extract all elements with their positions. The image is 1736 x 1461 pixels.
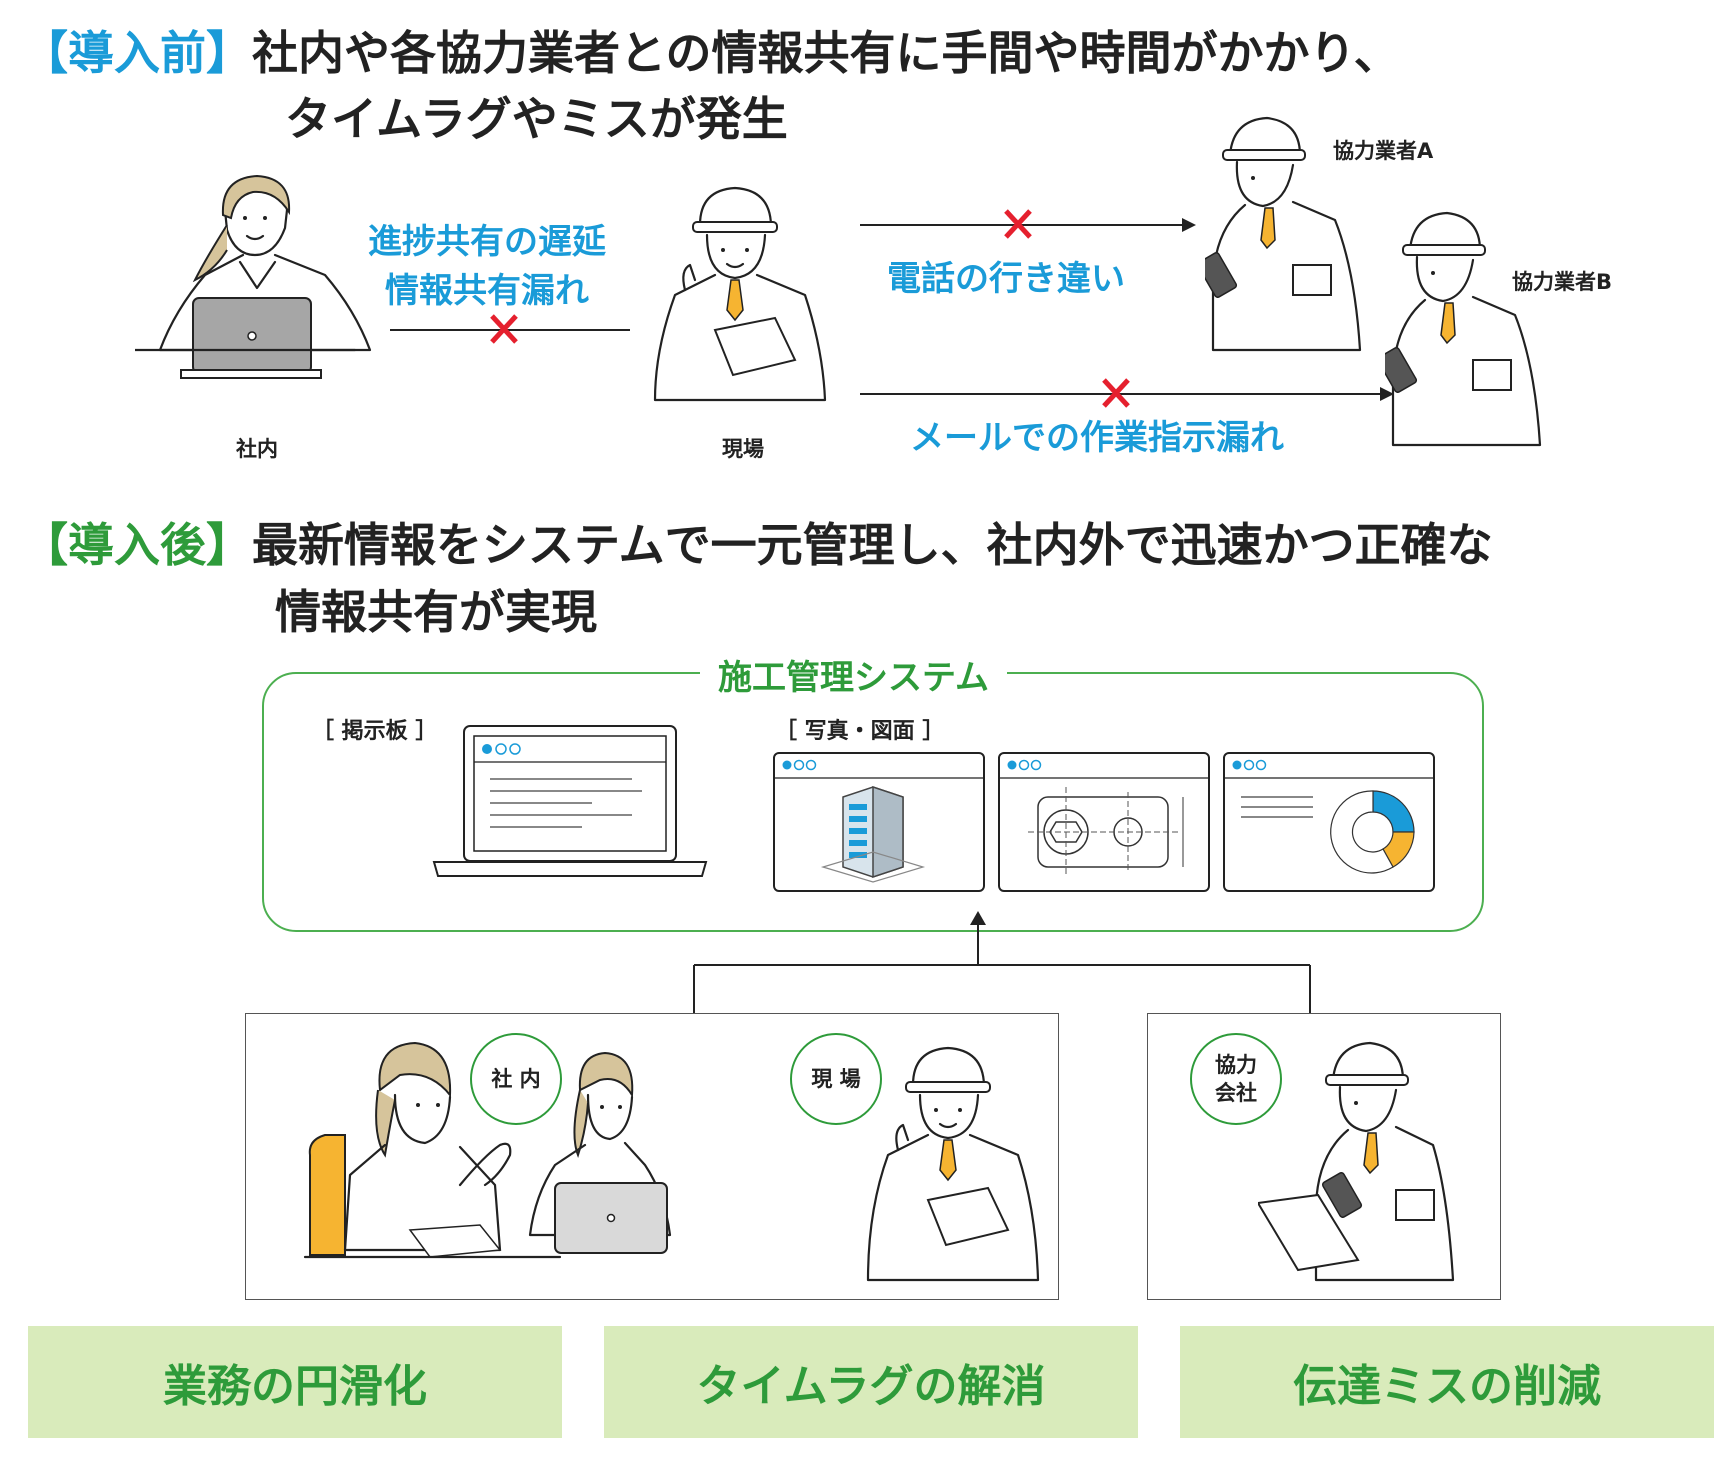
partner-circle-line2: 会社 (1215, 1081, 1257, 1105)
after-tag: 【導入後】 (22, 518, 252, 572)
red-x-icon (490, 314, 518, 344)
partner-circle-line1: 協力 (1215, 1053, 1257, 1077)
mail-arrow (860, 378, 1394, 408)
partner-circle: 協力 会社 (1190, 1033, 1282, 1125)
phone-arrow (860, 209, 1196, 239)
site-label: 現場 (722, 437, 764, 461)
contractor-a-label: 協力業者A (1333, 139, 1434, 163)
photo-window-chart (1223, 752, 1435, 892)
before-tag: 【導入前】 (22, 26, 252, 80)
result-error-reduction: 伝達ミスの削減 (1180, 1326, 1714, 1438)
after-heading-line2: 情報共有が実現 (275, 585, 597, 639)
board-laptop-illustration (432, 725, 708, 877)
site-circle: 現 場 (790, 1033, 882, 1125)
red-x-icon (1102, 378, 1130, 408)
office-label: 社内 (236, 437, 278, 461)
photo-window-building (773, 752, 985, 892)
board-label: ［ 掲示板 ］ (312, 719, 438, 744)
office-circle: 社 内 (470, 1033, 562, 1125)
partner-worker-illustration (1258, 1041, 1455, 1282)
result-timelag-resolved: タイムラグの解消 (604, 1326, 1138, 1438)
delay-text-line2: 情報共有漏れ (385, 271, 589, 311)
site-worker-bottom-illustration (866, 1046, 1040, 1282)
photo-label: ［ 写真・図面 ］ (775, 719, 945, 744)
site-worker-illustration (653, 186, 827, 402)
contractor-b-label: 協力業者B (1512, 270, 1613, 294)
office-woman-illustration (135, 174, 372, 379)
system-title: 施工管理システム (700, 650, 1007, 699)
before-heading: 【導入前】社内や各協力業者との情報共有に手間や時間がかかり、 (22, 24, 1400, 82)
photo-window-drawing (998, 752, 1210, 892)
before-heading-line2: タイムラグやミスが発生 (285, 92, 788, 146)
office-site-connector (390, 314, 630, 344)
office-women-illustration (303, 1041, 672, 1259)
after-heading: 【導入後】最新情報をシステムで一元管理し、社内外で迅速かつ正確な (22, 516, 1493, 574)
contractor-b-illustration (1385, 211, 1542, 447)
red-x-icon (1004, 209, 1032, 239)
before-heading-line1: 社内や各協力業者との情報共有に手間や時間がかかり、 (252, 26, 1400, 80)
result-smooth-operations: 業務の円滑化 (28, 1326, 562, 1438)
contractor-a-illustration (1205, 116, 1362, 352)
delay-text-line1: 進捗共有の遅延 (368, 222, 606, 262)
phone-issue-text: 電話の行き違い (887, 259, 1125, 299)
mail-issue-text: メールでの作業指示漏れ (910, 418, 1284, 458)
after-heading-line1: 最新情報をシステムで一元管理し、社内外で迅速かつ正確な (252, 518, 1493, 572)
